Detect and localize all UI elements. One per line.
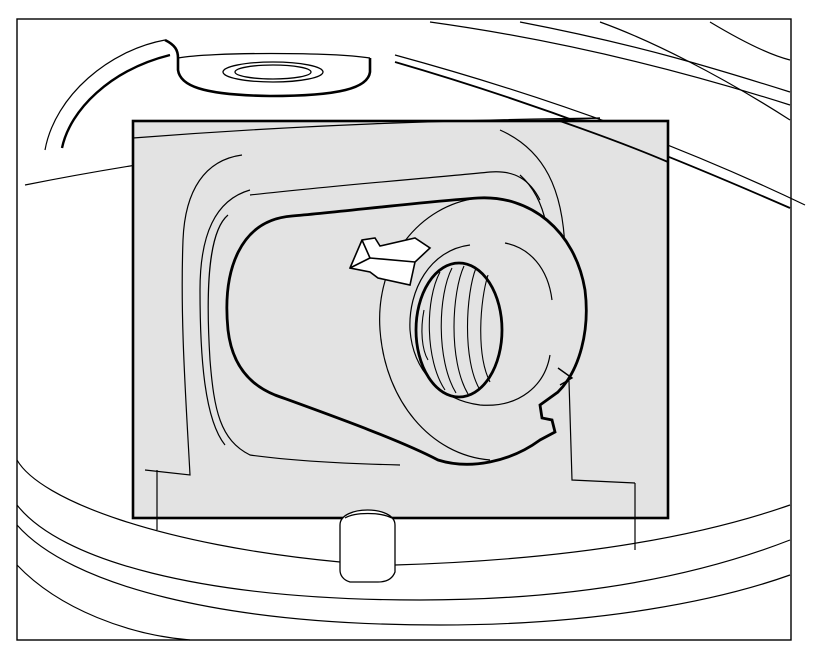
slot-notch (557, 367, 574, 386)
recess-contours (144, 129, 636, 550)
threaded-bushing (225, 196, 588, 466)
housing-lines-in-box (132, 117, 669, 163)
bottom-lug (339, 509, 396, 583)
top-boss-with-hole (164, 38, 372, 98)
locating-tab (348, 237, 432, 286)
